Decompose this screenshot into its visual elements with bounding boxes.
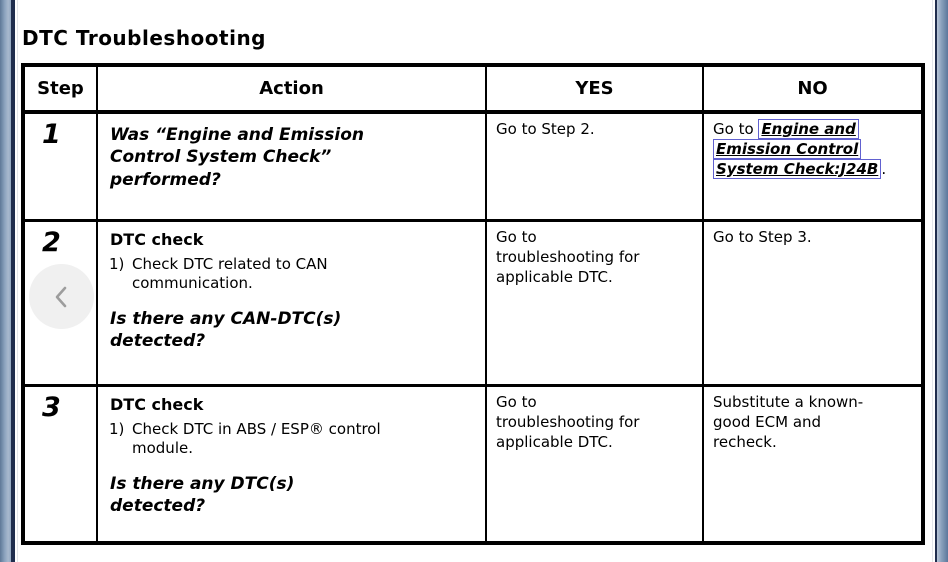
page-title: DTC Troubleshooting (22, 26, 267, 50)
action-cell: Was “Engine and Emission Control System … (96, 110, 487, 221)
column-header-step: Step (22, 64, 98, 114)
list-item-number: 1) (109, 419, 125, 438)
action-question: Is there any DTC(s) detected? (110, 473, 295, 516)
table-header-row: Step Action YES NO (22, 64, 924, 114)
no-cell-text-suffix: . (881, 160, 887, 179)
action-list-item: 1) Check DTC in ABS / ESP® control modul… (109, 420, 475, 459)
no-cell: Go to Step 3. (702, 218, 924, 386)
chevron-left-icon (48, 283, 76, 311)
background-strip-right (935, 0, 948, 562)
action-heading: DTC check (110, 394, 204, 414)
yes-cell: Go to troubleshooting for applicable DTC… (485, 218, 704, 386)
table-row-step-2: 2 DTC check 1) Check DTC related to CAN … (22, 218, 924, 386)
step-number: 1 (22, 110, 98, 221)
action-list-item: 1) Check DTC related to CAN communicatio… (109, 255, 475, 294)
action-cell: DTC check 1) Check DTC in ABS / ESP® con… (96, 383, 487, 544)
previous-page-button[interactable] (29, 264, 94, 329)
table-row-step-3: 3 DTC check 1) Check DTC in ABS / ESP® c… (22, 383, 924, 544)
action-cell: DTC check 1) Check DTC related to CAN co… (96, 218, 487, 386)
yes-cell: Go to troubleshooting for applicable DTC… (485, 383, 704, 544)
page-edge-right (932, 0, 933, 562)
no-cell: Go to Engine and Emission Control System… (702, 110, 924, 221)
column-header-action: Action (96, 64, 487, 114)
engine-emission-system-check-link[interactable]: Engine and Emission Control System Check… (713, 119, 882, 180)
list-item-text: Check DTC in ABS / ESP® control module. (132, 419, 381, 458)
action-question: Was “Engine and Emission Control System … (110, 125, 364, 190)
action-question: Is there any CAN-DTC(s) detected? (110, 308, 342, 351)
page-edge-left (17, 0, 18, 562)
no-cell: Substitute a known- good ECM and recheck… (702, 383, 924, 544)
step-number: 3 (22, 383, 98, 544)
troubleshooting-table: Step Action YES NO 1 Was “Engine and Emi… (21, 63, 925, 545)
table-row-step-1: 1 Was “Engine and Emission Control Syste… (22, 110, 924, 221)
list-item-number: 1) (109, 254, 125, 273)
no-cell-text: Go to (713, 120, 759, 138)
column-header-yes: YES (485, 64, 704, 114)
action-heading: DTC check (110, 229, 204, 249)
background-strip-left (0, 0, 15, 562)
yes-cell: Go to Step 2. (485, 110, 704, 221)
list-item-text: Check DTC related to CAN communication. (132, 254, 328, 293)
column-header-no: NO (702, 64, 924, 114)
